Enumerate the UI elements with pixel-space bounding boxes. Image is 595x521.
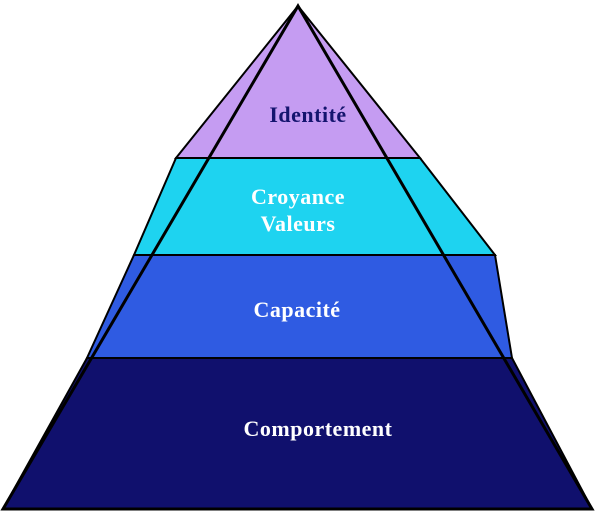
layer-capacite-label: Capacité <box>253 297 340 322</box>
layer-comportement-label: Comportement <box>244 416 393 441</box>
pyramid-outline <box>0 3 595 511</box>
layer-croyance-label: Croyance <box>251 184 345 209</box>
layer-identite-label: Identité <box>269 102 346 127</box>
layer-identite-shape <box>173 4 423 159</box>
layer-valeurs-label: Valeurs <box>261 211 336 236</box>
